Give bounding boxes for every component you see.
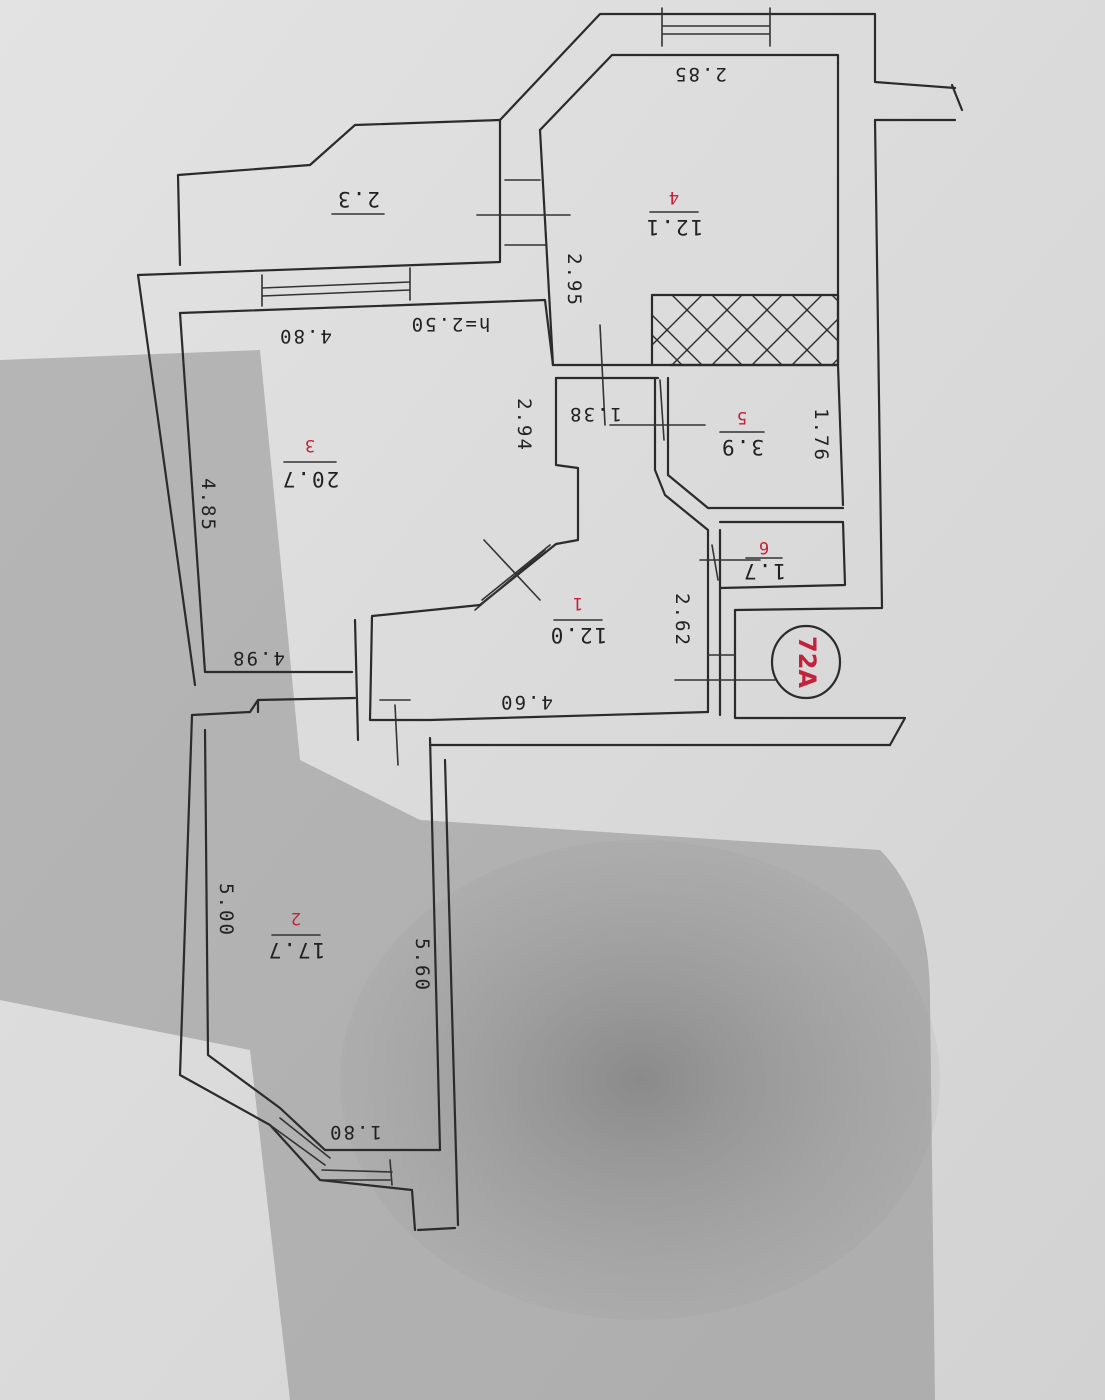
room-5-area: 3.9 (720, 435, 764, 459)
dim-bedroom-right: 5.60 (411, 938, 433, 992)
dim-hall-bottom: 4.60 (499, 691, 553, 713)
dim-height: h=2.50 (410, 313, 491, 335)
room-6-number: 6 (759, 537, 769, 557)
shadow (0, 350, 940, 1400)
room-label-4: 12.1 4 (645, 187, 704, 239)
room-4-area: 12.1 (645, 215, 704, 239)
dim-hall-right: 2.62 (671, 593, 693, 647)
room-1-number: 1 (573, 593, 583, 613)
dim-bedroom-left: 5.00 (215, 883, 237, 937)
room-6-area: 1.7 (742, 559, 786, 583)
dim-kitchen-left: 2.95 (563, 253, 585, 307)
dim-living-left: 4.85 (197, 478, 219, 532)
apartment-badge: 72A (770, 624, 842, 700)
dim-bath-top: 1.38 (568, 403, 622, 425)
room-1-area: 12.0 (549, 623, 608, 647)
room-label-6: 1.7 6 (742, 537, 786, 583)
room-4-number: 4 (669, 187, 679, 207)
dim-living-top: 4.80 (278, 325, 332, 347)
dimension-labels: 2.85 2.95 4.80 h=2.50 2.94 4.85 4.98 1.3… (197, 63, 832, 1143)
walls (136, 7, 964, 1232)
room-2-number: 2 (291, 908, 301, 928)
balcony-label: 2.3 (331, 187, 385, 215)
room-label-2: 17.7 2 (267, 908, 326, 962)
room-label-5: 3.9 5 (719, 407, 765, 459)
apartment-number: 72A (793, 636, 821, 688)
room-2-area: 17.7 (267, 938, 326, 962)
room-5-number: 5 (737, 407, 747, 427)
room-3-number: 3 (305, 435, 315, 455)
balcony-area: 2.3 (336, 187, 380, 211)
dim-kitchen-top: 2.85 (673, 63, 727, 85)
hatched-shaft (650, 293, 840, 367)
room-label-3: 20.7 3 (281, 435, 340, 491)
dim-living-bottom: 4.98 (231, 647, 285, 669)
room-label-1: 12.0 1 (549, 593, 608, 647)
dim-bedroom-bottom: 1.80 (328, 1121, 382, 1143)
dim-living-right: 2.94 (513, 398, 535, 452)
dim-bath-right: 1.76 (810, 408, 832, 462)
room-3-area: 20.7 (281, 467, 340, 491)
